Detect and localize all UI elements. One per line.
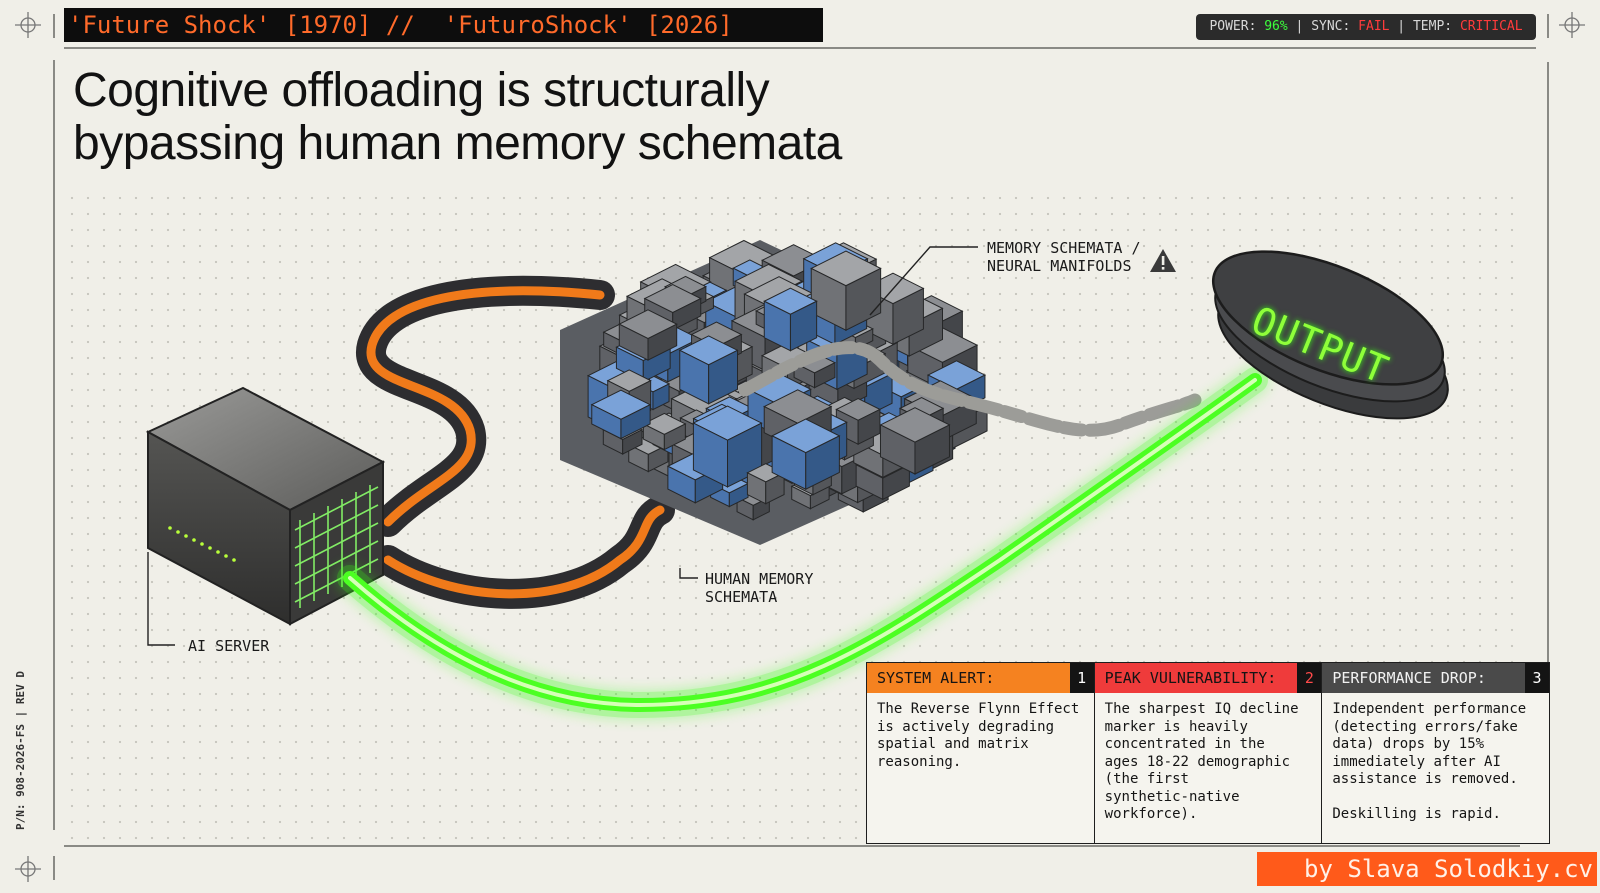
panel-number: 2 — [1297, 663, 1322, 693]
panel-title: PEAK VULNERABILITY: — [1104, 669, 1277, 687]
page-title-line2: bypassing human memory schemata — [73, 117, 842, 170]
panel-header: PERFORMANCE DROP: 3 — [1322, 663, 1550, 693]
panel-peak-vulnerability: PEAK VULNERABILITY: 2 The sharpest IQ de… — [1094, 663, 1323, 843]
panel-title: PERFORMANCE DROP: — [1332, 669, 1486, 687]
green-glow-cable — [337, 367, 1268, 719]
header-title: 'Future Shock' [1970] // 'FuturoShock' [… — [64, 8, 823, 42]
panel-header: PEAK VULNERABILITY: 2 — [1094, 663, 1322, 693]
panel-header: SYSTEM ALERT: 1 — [867, 663, 1094, 693]
label-human-memory-schemata: HUMAN MEMORY SCHEMATA — [705, 570, 814, 606]
frame-right-tick-top — [1547, 14, 1549, 38]
orange-cable-loop — [356, 275, 675, 609]
panel-number: 1 — [1069, 663, 1094, 693]
frame-left-tick-bottom — [53, 856, 55, 880]
cube-face — [728, 482, 749, 508]
cube-face — [789, 300, 818, 352]
frame-right-line — [1547, 62, 1549, 832]
status-temp-label: | TEMP: — [1389, 19, 1460, 34]
cube-face — [892, 287, 924, 346]
page-title: Cognitive offloading is structurally byp… — [73, 64, 993, 170]
output-capsule-illustration — [1211, 250, 1449, 420]
label-ai-server: AI SERVER — [188, 637, 270, 655]
crosshair-top-right-icon — [1559, 12, 1585, 38]
frame-bottom-line — [64, 845, 1520, 847]
cube-face — [708, 349, 739, 405]
frame-left-tick-top — [53, 14, 55, 38]
cube-face — [663, 423, 686, 451]
neural-cube-cluster — [560, 239, 1202, 545]
cube-face — [622, 429, 643, 455]
panel-performance-drop: PERFORMANCE DROP: 3 Independent performa… — [1322, 663, 1550, 843]
cube-face — [908, 307, 944, 357]
cube-face — [882, 463, 910, 501]
cube-face — [652, 383, 670, 411]
label-memory-schemata: MEMORY SCHEMATA / NEURAL MANIFOLDS — [987, 239, 1141, 275]
status-bar: POWER: 96% | SYNC: FAIL | TEMP: CRITICAL — [1196, 14, 1536, 40]
cube-face — [845, 267, 882, 331]
crosshair-bottom-left-icon — [15, 856, 41, 882]
page-title-line1: Cognitive offloading is structurally — [73, 64, 770, 117]
info-panels: SYSTEM ALERT: 1 The Reverse Flynn Effect… — [866, 662, 1550, 844]
cube-face — [914, 424, 950, 475]
panel-title: SYSTEM ALERT: — [877, 669, 995, 687]
frame-top-line — [64, 47, 1536, 49]
cube-face — [857, 408, 881, 446]
panel-number: 3 — [1525, 663, 1550, 693]
status-temp-value: CRITICAL — [1459, 19, 1523, 34]
panel-body: Independent performance (detecting error… — [1332, 701, 1527, 822]
crosshair-top-left-icon — [15, 12, 41, 38]
cube-face — [805, 435, 840, 491]
panel-system-alert: SYSTEM ALERT: 1 The Reverse Flynn Effect… — [867, 663, 1095, 843]
status-power-label: POWER: — [1209, 19, 1265, 34]
frame-left-line — [53, 60, 55, 830]
status-sync-label: | SYNC: — [1287, 19, 1359, 34]
cube-face — [647, 323, 678, 361]
cube-face — [620, 403, 651, 440]
panel-body: The Reverse Flynn Effect is actively deg… — [877, 701, 1080, 770]
byline: by Slava Solodkiy.cv — [1257, 852, 1597, 886]
cube-face — [814, 361, 836, 389]
panel-body: The sharpest IQ decline marker is heavil… — [1104, 701, 1299, 822]
warning-icon — [1150, 249, 1176, 272]
leader-lines — [147, 246, 978, 646]
status-power-value: 96% — [1264, 19, 1288, 34]
status-sync-value: FAIL — [1358, 19, 1390, 34]
